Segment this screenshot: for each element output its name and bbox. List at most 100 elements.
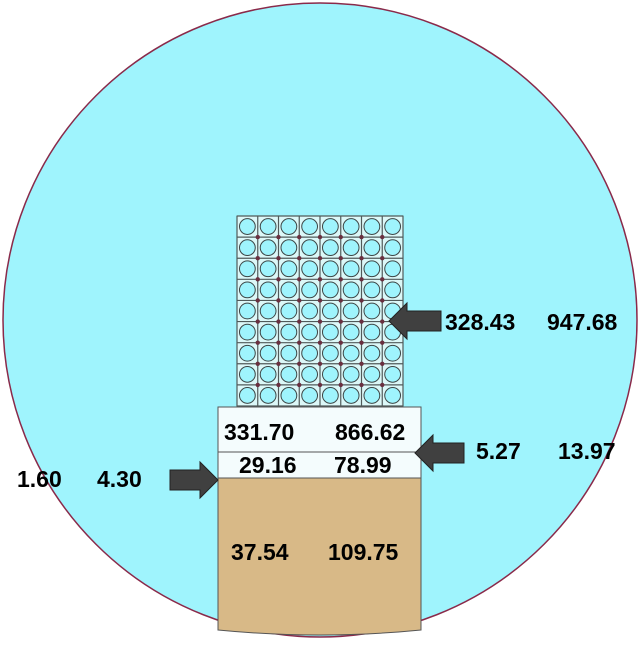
grid-node bbox=[255, 298, 260, 303]
arrow-assembly bbox=[388, 301, 442, 341]
fuel-pin bbox=[363, 281, 381, 299]
fuel-pin bbox=[321, 387, 339, 404]
grid-node bbox=[276, 298, 281, 303]
fuel-pin bbox=[280, 387, 298, 404]
fuel-pin bbox=[259, 344, 277, 362]
fuel-pin bbox=[384, 281, 402, 299]
fuel-pin bbox=[321, 260, 339, 278]
fuel-pin bbox=[238, 365, 256, 383]
grid-node bbox=[276, 256, 281, 261]
fuel-pin bbox=[238, 387, 256, 404]
grid-node bbox=[317, 319, 323, 324]
lower-box-label-a: 29.16 bbox=[239, 452, 297, 478]
fuel-pin bbox=[259, 218, 277, 235]
fuel-pin bbox=[384, 218, 402, 235]
grid-node bbox=[276, 277, 281, 282]
fuel-pin bbox=[301, 218, 319, 235]
grid-node bbox=[380, 298, 385, 303]
grid-node bbox=[255, 234, 260, 240]
grid-node bbox=[317, 277, 323, 282]
grid-node bbox=[297, 319, 302, 324]
fuel-pin bbox=[238, 239, 256, 257]
fuel-pin bbox=[342, 344, 360, 362]
grid-nodes bbox=[255, 234, 385, 388]
fuel-pin bbox=[301, 323, 319, 341]
grid-node bbox=[317, 340, 323, 345]
grid-node bbox=[297, 256, 302, 261]
fuel-pin bbox=[259, 281, 277, 299]
right-side-label-b: 13.97 bbox=[558, 438, 616, 464]
fuel-pin bbox=[280, 281, 298, 299]
concrete-base bbox=[217, 477, 422, 636]
grid-node bbox=[338, 256, 343, 261]
fuel-pin bbox=[301, 302, 319, 320]
fuel-pin bbox=[259, 387, 277, 404]
fuel-pin bbox=[384, 260, 402, 278]
base-label-a: 37.54 bbox=[231, 539, 289, 565]
fuel-pin bbox=[280, 218, 298, 235]
fuel-pin bbox=[280, 239, 298, 257]
fuel-pin bbox=[259, 323, 277, 341]
grid-node bbox=[255, 277, 260, 282]
grid-node bbox=[276, 382, 281, 388]
grid-node bbox=[338, 382, 343, 388]
grid-node bbox=[255, 319, 260, 324]
fuel-pin bbox=[238, 302, 256, 320]
upper-box bbox=[217, 406, 422, 453]
fuel-pin bbox=[301, 387, 319, 404]
grid-node bbox=[359, 382, 364, 388]
fuel-pin bbox=[363, 260, 381, 278]
fuel-pin bbox=[280, 344, 298, 362]
fuel-pin bbox=[280, 365, 298, 383]
fuel-pin bbox=[259, 302, 277, 320]
fuel-pin bbox=[280, 302, 298, 320]
grid-node bbox=[359, 340, 364, 345]
left-side-label-a: 1.60 bbox=[17, 466, 62, 492]
grid-node bbox=[276, 361, 281, 366]
fuel-pin bbox=[280, 323, 298, 341]
grid-node bbox=[380, 256, 385, 261]
grid-node bbox=[338, 298, 343, 303]
grid-node bbox=[380, 382, 385, 388]
grid-node bbox=[276, 340, 281, 345]
fuel-pin bbox=[342, 387, 360, 404]
fuel-pin bbox=[342, 302, 360, 320]
grid-node bbox=[380, 277, 385, 282]
fuel-pin bbox=[363, 387, 381, 404]
grid-node bbox=[255, 340, 260, 345]
fuel-pin bbox=[342, 218, 360, 235]
grid-node bbox=[380, 234, 385, 240]
fuel-pin bbox=[321, 218, 339, 235]
arrow-upper-box bbox=[414, 433, 465, 473]
arrow-lower-box bbox=[169, 460, 219, 500]
fuel-pin bbox=[363, 218, 381, 235]
fuel-pin bbox=[321, 281, 339, 299]
grid-node bbox=[276, 319, 281, 324]
fuel-pin bbox=[363, 302, 381, 320]
grid-node bbox=[255, 361, 260, 366]
fuel-pin bbox=[238, 323, 256, 341]
grid-node bbox=[317, 256, 323, 261]
fuel-pin bbox=[342, 323, 360, 341]
fuel-pin bbox=[301, 239, 319, 257]
grid-node bbox=[380, 319, 385, 324]
grid-node bbox=[338, 340, 343, 345]
fuel-pin bbox=[342, 260, 360, 278]
upper-box-label-a: 331.70 bbox=[224, 419, 294, 445]
fuel-pin bbox=[342, 281, 360, 299]
fuel-pin bbox=[363, 323, 381, 341]
fuel-pin bbox=[384, 344, 402, 362]
base-label-b: 109.75 bbox=[328, 539, 399, 565]
lower-box-label-b: 78.99 bbox=[334, 452, 392, 478]
right-side-label-a: 5.27 bbox=[476, 438, 521, 464]
fuel-pin bbox=[321, 323, 339, 341]
grid-node bbox=[380, 361, 385, 366]
grid-node bbox=[317, 234, 323, 240]
left-side-label-b: 4.30 bbox=[97, 466, 142, 492]
fuel-pin bbox=[384, 365, 402, 383]
fuel-pin bbox=[238, 218, 256, 235]
grid-node bbox=[380, 340, 385, 345]
fuel-pin bbox=[321, 344, 339, 362]
fuel-pin bbox=[301, 281, 319, 299]
fuel-pin bbox=[301, 344, 319, 362]
